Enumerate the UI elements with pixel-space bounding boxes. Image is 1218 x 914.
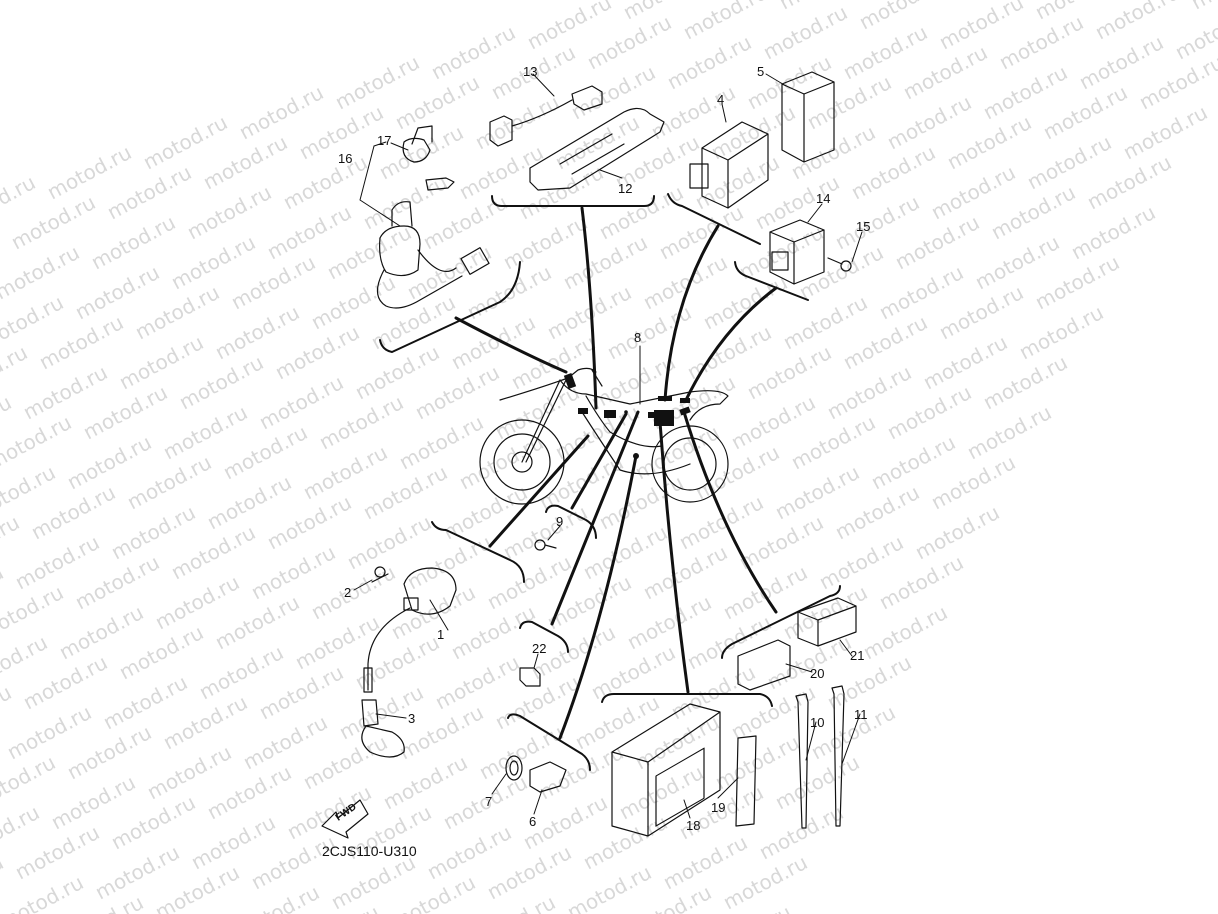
part-label: 4 — [717, 92, 725, 107]
lead-and-battery-cover — [489, 85, 665, 191]
part-label: 8 — [634, 330, 642, 345]
part-label: 10 — [810, 715, 825, 730]
part-label: 18 — [686, 818, 701, 833]
main-switch-assembly — [376, 125, 490, 309]
part-label: 13 — [523, 64, 538, 79]
part-label: 2 — [344, 585, 352, 600]
part-label: 11 — [854, 707, 868, 722]
cdi-and-cover — [689, 71, 835, 209]
cable-ties — [795, 685, 845, 829]
part-label: 15 — [856, 219, 871, 234]
neutral-switch-and-oring — [505, 755, 567, 793]
part-label: 12 — [618, 181, 633, 196]
part-label: 16 — [338, 151, 353, 166]
part-label: 1 — [437, 627, 445, 642]
regulator-and-bolt — [769, 219, 852, 285]
harness-routing-lines — [454, 206, 778, 740]
part-label: 17 — [377, 133, 392, 148]
part-label: 9 — [556, 514, 564, 529]
part-label: 3 — [408, 711, 416, 726]
diagram-code: 2CJS110-U310 — [322, 843, 417, 859]
part-label: 14 — [816, 191, 831, 206]
part-label: 19 — [711, 800, 726, 815]
couplers — [737, 597, 857, 691]
ignition-coil-and-cap — [361, 566, 457, 758]
group-brackets — [379, 193, 841, 771]
part-label: 22 — [532, 641, 547, 656]
harness-connectors — [563, 373, 691, 459]
leader-lines — [353, 73, 863, 819]
part-label: 6 — [529, 814, 537, 829]
part-label: 20 — [810, 666, 825, 681]
fwd-arrow-icon — [321, 799, 369, 839]
small-hardware — [519, 539, 557, 687]
part-label: 21 — [850, 648, 865, 663]
part-label: 5 — [757, 64, 765, 79]
part-label: 7 — [485, 794, 493, 809]
battery-and-band — [611, 703, 757, 837]
